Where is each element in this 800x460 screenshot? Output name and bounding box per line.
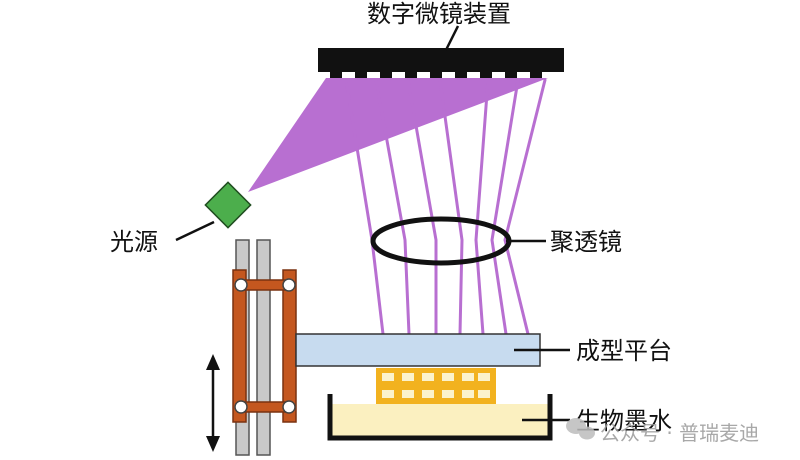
build-platform <box>295 333 541 367</box>
watermark: 公众号 · 普瑞麦迪 <box>566 418 759 445</box>
dmd-body <box>318 48 564 72</box>
dmd-mirrors <box>330 72 542 78</box>
up-down-arrow-icon <box>206 354 220 452</box>
build-platform-label: 成型平台 <box>576 337 672 365</box>
focusing-lens-label: 聚透镜 <box>550 228 622 256</box>
light-source-label: 光源 <box>110 228 158 256</box>
light-source <box>204 181 252 229</box>
dmd-device <box>318 48 564 78</box>
wechat-icon <box>566 418 595 440</box>
reflected-rays <box>344 78 547 336</box>
printed-scaffold <box>376 368 496 404</box>
carriage-bolts <box>234 278 296 414</box>
leader-lines <box>175 25 570 422</box>
bio-ink <box>332 404 548 436</box>
dmd-label: 数字微镜装置 <box>367 0 511 28</box>
bio-ink-tank <box>327 394 553 441</box>
focusing-lens <box>370 216 512 266</box>
watermark-text: 公众号 · 普瑞麦迪 <box>600 421 759 445</box>
light-beam <box>248 78 548 192</box>
